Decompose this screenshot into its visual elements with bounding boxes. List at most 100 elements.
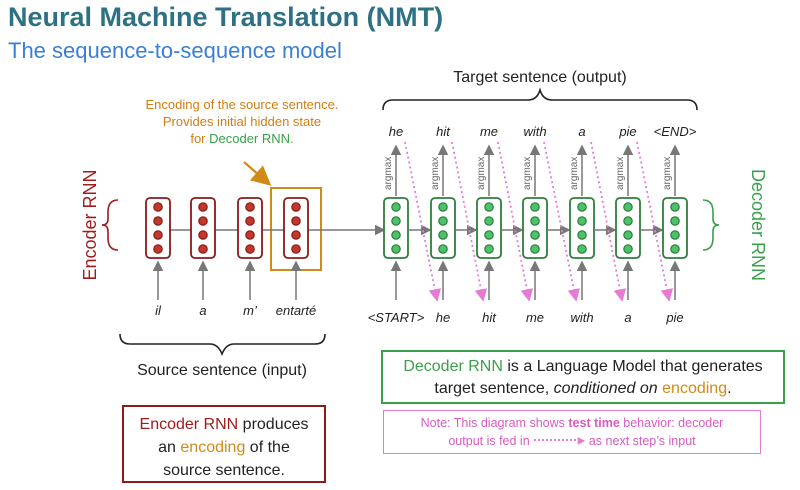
source-word: il — [155, 303, 162, 318]
decoder-layer: argmax he <START> argmax hit he argmax me hit arg… — [368, 124, 697, 325]
output-word: hit — [436, 124, 451, 139]
output-word: <END> — [654, 124, 697, 139]
encoder-cell-unit — [291, 202, 301, 212]
source-word: entarté — [276, 303, 316, 318]
decoder-input-word: he — [436, 310, 450, 325]
argmax-label: argmax — [430, 157, 441, 190]
decoder-input-word: pie — [665, 310, 683, 325]
encoder-cell-unit — [198, 230, 208, 240]
decoder-cell-frame — [383, 197, 409, 259]
svg-text:Decoder RNN: Decoder RNN — [748, 169, 768, 281]
encoder-cell-unit — [245, 216, 255, 226]
encoder-cell-frame — [237, 197, 263, 259]
decoder-input-word: hit — [482, 310, 497, 325]
source-word: a — [199, 303, 206, 318]
feedback-arrow — [404, 141, 442, 302]
encoder-cell-unit — [245, 244, 255, 254]
test-time-note-box: Note: This diagram shows test time behav… — [383, 410, 761, 454]
source-brace — [119, 333, 326, 357]
feedback-arrow — [636, 141, 674, 302]
encoding-caption-line2: Provides initial hidden state — [162, 114, 322, 129]
feedback-arrow — [497, 141, 534, 302]
encoder-side-label: Encoder RNN — [80, 169, 119, 281]
decoder-cell-unit — [438, 230, 448, 240]
source-word: m’ — [243, 303, 258, 318]
encoder-cell-unit — [245, 202, 255, 212]
decoder-cell-frame — [522, 197, 548, 259]
decoder-cell — [522, 197, 548, 259]
decoder-cell-frame — [662, 197, 688, 259]
decoder-cell-unit — [530, 244, 540, 254]
encoder-cell-unit — [245, 230, 255, 240]
decoder-cell-unit — [391, 216, 401, 226]
encoding-caption-line1: Encoding of the source sentence. — [145, 97, 339, 112]
encoder-cell-unit — [198, 216, 208, 226]
source-sentence-label: Source sentence (input) — [137, 362, 307, 379]
decoder-cell-unit — [670, 202, 680, 212]
decoder-cell — [383, 197, 409, 259]
decoder-cell-frame — [430, 197, 456, 259]
decoder-cell — [569, 197, 595, 259]
decoder-cell — [476, 197, 502, 259]
decoder-cell-unit — [577, 230, 587, 240]
encoder-cell-unit — [153, 244, 163, 254]
encoder-cell-frame — [145, 197, 171, 259]
feedback-arrow — [543, 141, 581, 302]
decoder-cell-unit — [484, 202, 494, 212]
decoder-cell-unit — [577, 202, 587, 212]
decoder-cell-unit — [623, 244, 633, 254]
output-word: me — [480, 124, 498, 139]
decoder-input-word: me — [526, 310, 544, 325]
decoder-cell-unit — [438, 244, 448, 254]
encoder-cell — [190, 197, 216, 259]
decoder-cell-unit — [670, 244, 680, 254]
decoder-note-box: Decoder RNN is a Language Model that gen… — [381, 350, 785, 404]
decoder-cell-unit — [623, 230, 633, 240]
decoder-cell-unit — [438, 202, 448, 212]
argmax-label: argmax — [383, 157, 394, 190]
output-word: pie — [618, 124, 636, 139]
dotted-arrow-icon — [533, 439, 576, 442]
argmax-label: argmax — [476, 157, 487, 190]
decoder-cell-unit — [530, 202, 540, 212]
decoder-cell-unit — [438, 216, 448, 226]
decoder-side-label: Decoder RNN — [702, 169, 768, 281]
target-sentence-label: Target sentence (output) — [453, 69, 626, 86]
encoding-pointer-arrow — [243, 161, 272, 186]
decoder-cell-unit — [577, 216, 587, 226]
decoder-cell-unit — [530, 216, 540, 226]
decoder-input-word: a — [624, 310, 631, 325]
encoding-caption-line3: for Decoder RNN. — [190, 131, 294, 146]
encoder-cell-frame — [190, 197, 216, 259]
page-title: Neural Machine Translation (NMT) — [8, 2, 444, 32]
decoder-cell-unit — [391, 244, 401, 254]
argmax-label: argmax — [615, 157, 626, 190]
decoder-cell — [662, 197, 688, 259]
decoder-cell-unit — [484, 216, 494, 226]
output-word: he — [389, 124, 403, 139]
feedback-arrow — [451, 141, 488, 302]
decoder-cell-unit — [391, 202, 401, 212]
decoder-cell-unit — [670, 216, 680, 226]
encoder-note-box: Encoder RNN produces an encoding of the … — [122, 405, 326, 483]
encoder-cell-frame — [283, 197, 309, 259]
output-word: with — [523, 124, 546, 139]
decoder-cell-unit — [577, 244, 587, 254]
svg-text:Encoder RNN: Encoder RNN — [80, 169, 100, 280]
decoder-input-word: <START> — [368, 310, 425, 325]
encoder-cell-unit — [198, 244, 208, 254]
argmax-label: argmax — [569, 157, 580, 190]
encoder-cell-unit — [153, 216, 163, 226]
decoder-cell-frame — [615, 197, 641, 259]
encoder-cell-unit — [291, 230, 301, 240]
target-brace — [382, 87, 698, 111]
encoder-cell-unit — [291, 216, 301, 226]
decoder-cell — [430, 197, 456, 259]
encoder-cell-unit — [153, 202, 163, 212]
argmax-label: argmax — [662, 157, 673, 190]
decoder-cell-unit — [530, 230, 540, 240]
encoder-cell — [145, 197, 171, 259]
decoder-cell-frame — [476, 197, 502, 259]
encoder-cell — [283, 197, 309, 259]
